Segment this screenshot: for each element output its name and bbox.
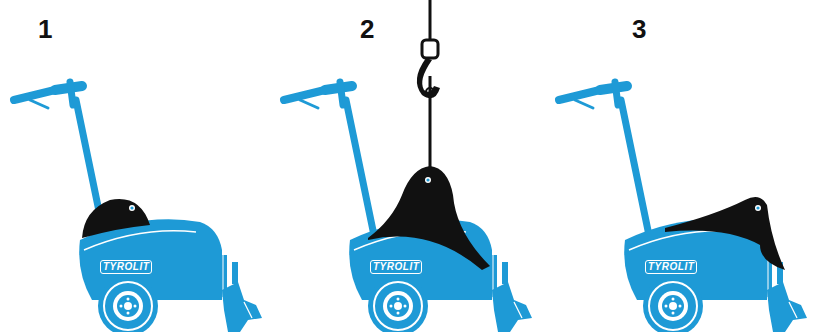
machine-3 — [559, 82, 807, 332]
panel-number: 2 — [360, 14, 374, 45]
panel-number: 3 — [632, 14, 646, 45]
machine-2 — [284, 0, 532, 332]
machine-1 — [14, 82, 262, 332]
brand-logo: TYROLIT — [370, 260, 422, 274]
panel-number: 1 — [38, 14, 52, 45]
brand-logo: TYROLIT — [100, 260, 152, 274]
brand-logo: TYROLIT — [645, 260, 697, 274]
